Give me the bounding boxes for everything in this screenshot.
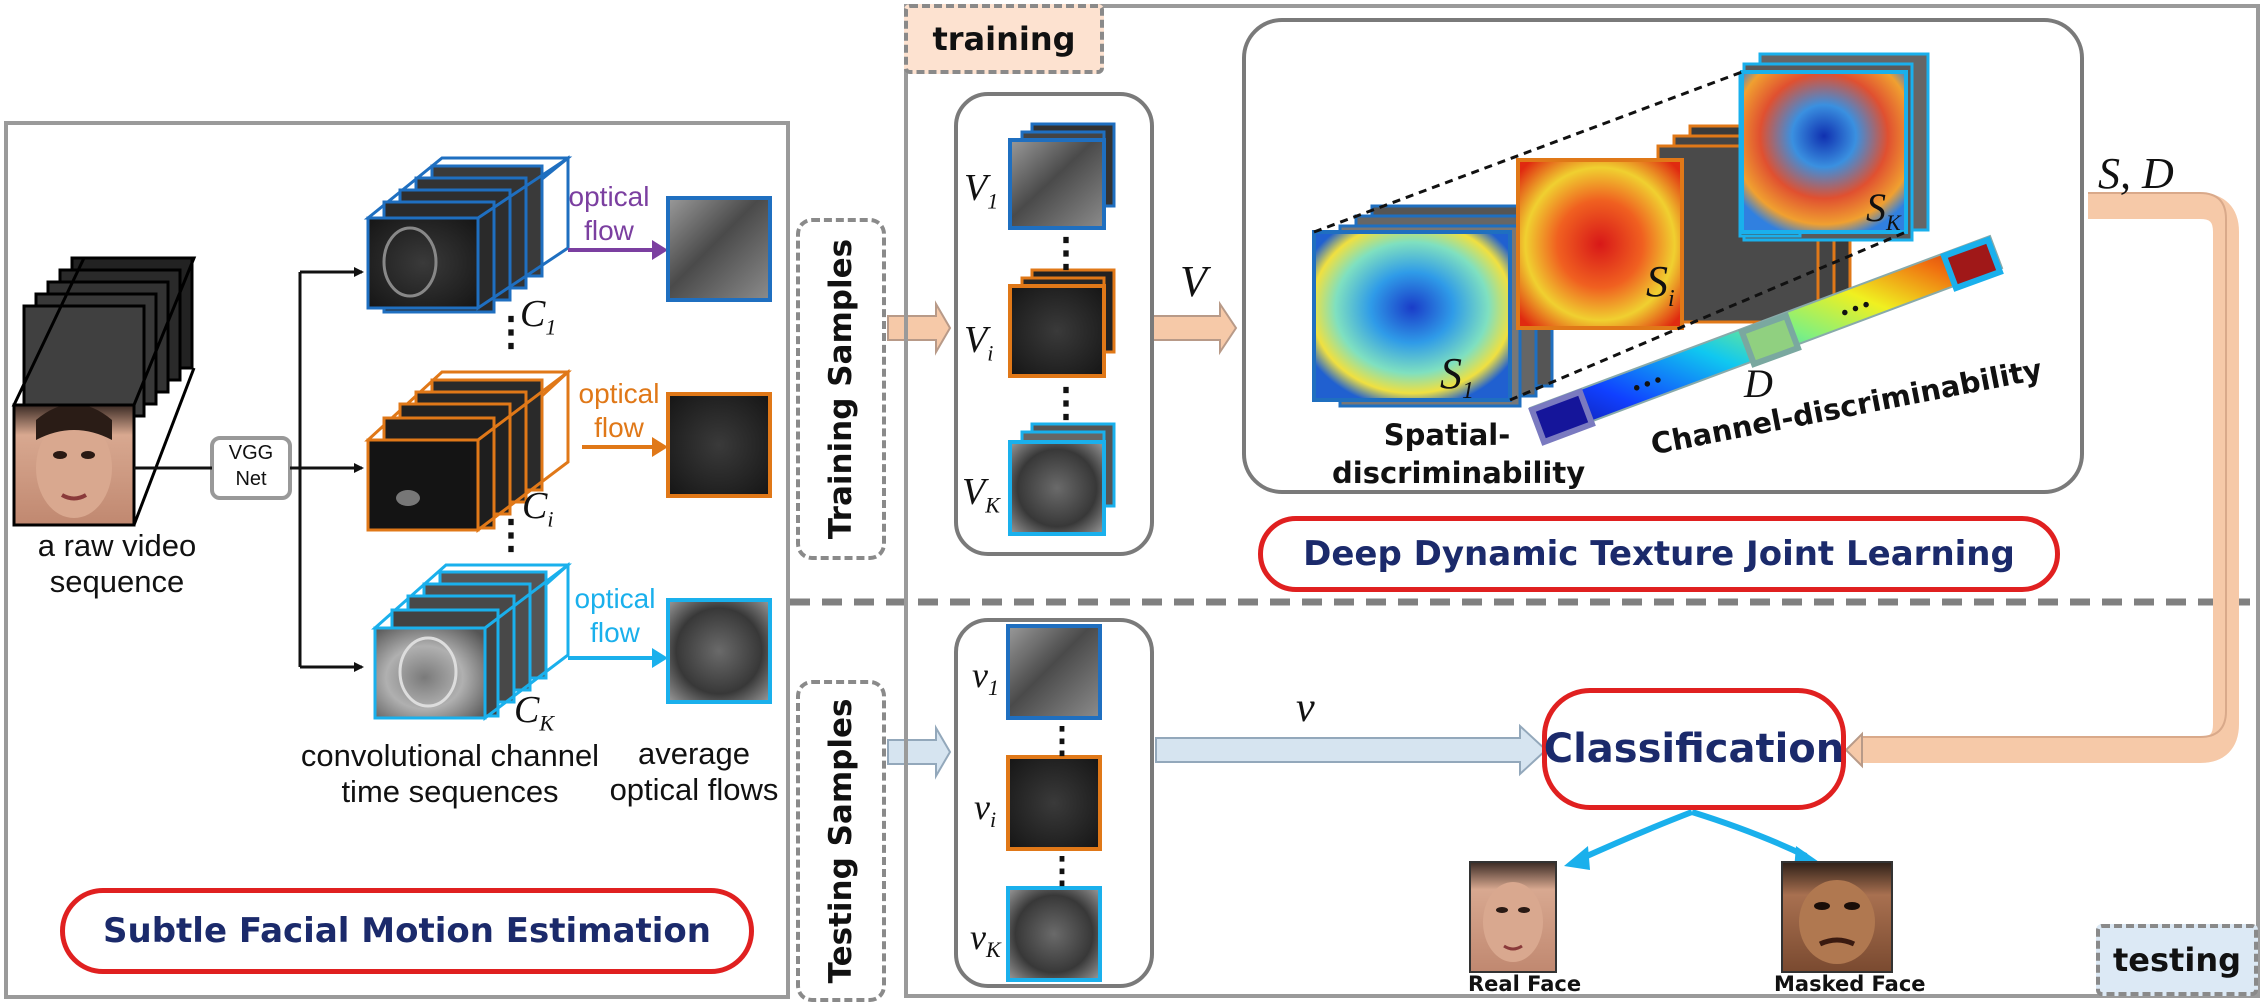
- svg-text:⋮: ⋮: [1046, 230, 1086, 275]
- SD-label: S, D: [2098, 149, 2174, 198]
- svg-text:⋮: ⋮: [1046, 380, 1086, 425]
- avg-flow-K: [666, 598, 772, 704]
- V-arrow: [1151, 300, 1238, 356]
- channel-label-K: CK: [514, 689, 555, 736]
- avg-caption: average optical flows: [609, 736, 779, 807]
- raw-video-label: a raw video sequence: [37, 528, 197, 599]
- svg-text:⋮: ⋮: [1044, 850, 1080, 890]
- channel-stack-i: [364, 368, 572, 534]
- vgg-label: VGG Net: [228, 442, 274, 490]
- spatial-map-stack-K: [1738, 52, 1930, 242]
- classification-box: Classification: [1542, 688, 1846, 810]
- testing-v1: [1006, 624, 1102, 720]
- training-input-arrow: [887, 300, 952, 356]
- SK-label: SK: [1866, 185, 1901, 235]
- optical-flow-label-i: optical flow: [578, 378, 660, 443]
- avg-flow-1: [666, 196, 772, 302]
- training-Vi-label: Vi: [964, 319, 994, 366]
- training-V1-label: V1: [964, 167, 999, 214]
- channel-bar-mid: [1738, 312, 1802, 368]
- svg-text:⋮: ⋮: [1044, 720, 1080, 760]
- testing-vi-label: vi: [974, 787, 997, 833]
- learning-panel: [904, 4, 2260, 998]
- joint-learning-title: Deep Dynamic Texture Joint Learning: [1258, 516, 2060, 592]
- training-samples-box: [954, 92, 1154, 556]
- testing-v1-label: v1: [972, 655, 999, 701]
- channel-label-1: C1: [520, 293, 557, 340]
- testing-samples-label: Testing Samples: [796, 680, 886, 1002]
- optical-flow-label-1: optical flow: [568, 181, 650, 246]
- testing-tag: testing: [2096, 924, 2258, 996]
- S1-label: S1: [1440, 349, 1474, 404]
- svg-text:⋮: ⋮: [491, 309, 531, 354]
- motion-estimation-title: Subtle Facial Motion Estimation: [60, 888, 754, 974]
- training-V1: [1008, 122, 1116, 230]
- svg-text:⋮: ⋮: [491, 512, 531, 557]
- testing-vi: [1006, 755, 1102, 851]
- real-face-label: Real Face: [1468, 972, 1582, 996]
- testing-vK-label: vK: [970, 917, 1001, 963]
- channel-bar-low: [1528, 388, 1596, 446]
- masked-face-image: [1781, 861, 1893, 973]
- masked-face-label: Masked Face: [1774, 972, 1926, 996]
- v-arrow: [1155, 723, 1548, 777]
- channel-label-i: Ci: [522, 485, 554, 532]
- training-VK-label: VK: [962, 471, 1000, 518]
- training-Vi: [1008, 268, 1116, 378]
- conv-caption: convolutional channel time sequences: [300, 738, 600, 809]
- spatial-map-stack-i: [1516, 124, 1852, 330]
- real-face-image: [1469, 861, 1557, 973]
- testing-vK: [1006, 886, 1102, 982]
- Si-label: Si: [1646, 257, 1675, 312]
- V-arrow-label: V: [1180, 257, 1207, 306]
- training-VK: [1008, 422, 1116, 536]
- testing-input-arrow: [887, 724, 952, 780]
- D-label: D: [1744, 361, 1773, 406]
- spatial-discriminability-label: Spatial- discriminability: [1332, 418, 1586, 490]
- joint-learning-box: [1242, 18, 2084, 494]
- avg-flow-i: [666, 392, 772, 498]
- channel-stack-K: [371, 561, 572, 722]
- motion-estimation-panel: [4, 121, 790, 999]
- v-arrow-label: v: [1296, 685, 1315, 731]
- channel-bar-high: [1940, 236, 2004, 292]
- raw-video-stack: [11, 256, 197, 527]
- optical-flow-label-K: optical flow: [574, 583, 656, 648]
- channel-stack-1: [363, 155, 573, 314]
- training-samples-label: Training Samples: [796, 218, 886, 560]
- testing-samples-box: [954, 618, 1154, 988]
- training-tag: training: [904, 4, 1104, 74]
